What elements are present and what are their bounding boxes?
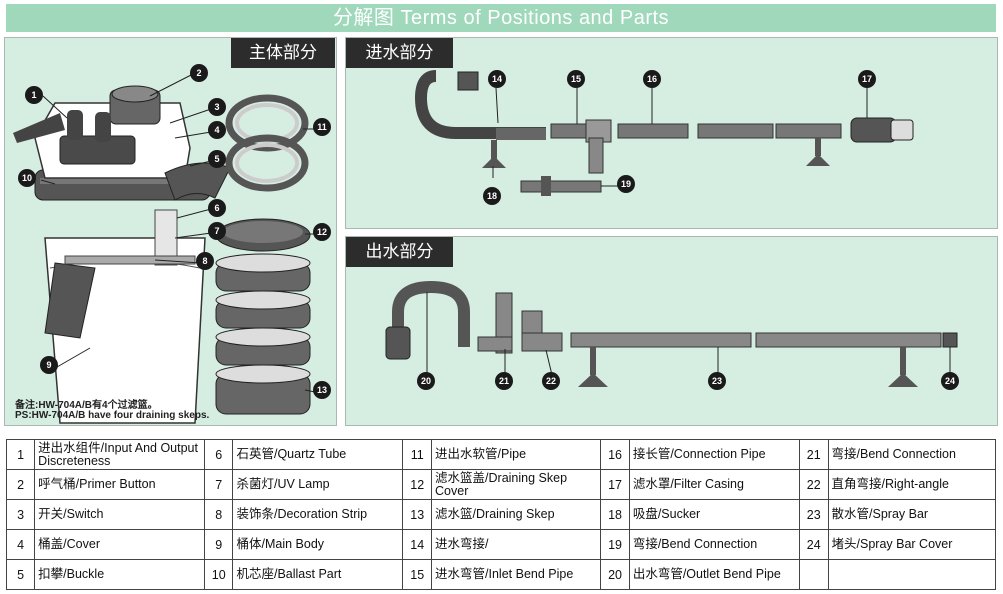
callout-19: 19 <box>617 175 635 193</box>
callout-14: 14 <box>488 70 506 88</box>
part-label-9: 桶体/Main Body <box>232 529 404 560</box>
part-number-13: 13 <box>402 499 433 530</box>
part-label-21: 弯接/Bend Connection <box>827 439 997 470</box>
main-unit-title: 主体部分 <box>231 38 335 68</box>
part-label-16: 接长管/Connection Pipe <box>628 439 800 470</box>
part-label-17: 滤水罩/Filter Casing <box>628 469 800 500</box>
part-label-13: 滤水篮/Draining Skep <box>431 499 602 530</box>
callout-13: 13 <box>313 381 331 399</box>
callout-24: 24 <box>941 372 959 390</box>
part-number-19: 19 <box>600 529 630 560</box>
empty-cell <box>827 559 997 590</box>
part-number-17: 17 <box>600 469 630 500</box>
callout-20: 20 <box>417 372 435 390</box>
part-label-22: 直角弯接/Right-angle <box>827 469 997 500</box>
part-number-23: 23 <box>798 499 829 530</box>
part-number-4: 4 <box>5 529 36 560</box>
callout-10: 10 <box>18 169 36 187</box>
part-label-6: 石英管/Quartz Tube <box>232 439 404 470</box>
part-number-20: 20 <box>600 559 630 590</box>
inlet-panel: 进水部分 <box>345 37 998 229</box>
part-number-22: 22 <box>798 469 829 500</box>
callout-6: 6 <box>208 199 226 217</box>
main-unit-illustration <box>13 73 316 424</box>
part-label-14: 进水弯接/ <box>431 529 602 560</box>
callout-21: 21 <box>495 372 513 390</box>
note-en: PS:HW-704A/B have four draining skeps. <box>15 410 210 421</box>
part-number-14: 14 <box>402 529 433 560</box>
main-unit-panel: 主体部分 <box>4 37 337 426</box>
part-number-11: 11 <box>402 439 433 470</box>
empty-cell <box>798 559 829 590</box>
part-label-19: 弯接/Bend Connection <box>628 529 800 560</box>
part-number-6: 6 <box>203 439 234 470</box>
outlet-panel: 出水部分 <box>345 236 998 426</box>
part-number-16: 16 <box>600 439 630 470</box>
part-label-8: 装饰条/Decoration Strip <box>232 499 404 530</box>
part-number-18: 18 <box>600 499 630 530</box>
callout-23: 23 <box>708 372 726 390</box>
callout-7: 7 <box>208 222 226 240</box>
callout-4: 4 <box>208 121 226 139</box>
part-number-12: 12 <box>402 469 433 500</box>
callout-1: 1 <box>25 86 43 104</box>
callout-15: 15 <box>567 70 585 88</box>
callout-3: 3 <box>208 98 226 116</box>
inlet-bend-drawing <box>414 70 546 139</box>
part-number-5: 5 <box>5 559 36 590</box>
page-title: 分解图 Terms of Positions and Parts <box>6 4 996 32</box>
part-label-2: 呼气桶/Primer Button <box>34 469 205 500</box>
part-number-21: 21 <box>798 439 829 470</box>
part-label-4: 桶盖/Cover <box>34 529 205 560</box>
outlet-title: 出水部分 <box>346 237 453 267</box>
callout-22: 22 <box>542 372 560 390</box>
part-label-5: 扣攀/Buckle <box>34 559 205 590</box>
part-number-9: 9 <box>203 529 234 560</box>
part-label-15: 进水弯管/Inlet Bend Pipe <box>431 559 602 590</box>
part-label-7: 杀菌灯/UV Lamp <box>232 469 404 500</box>
callout-8: 8 <box>196 252 214 270</box>
part-label-24: 堵头/Spray Bar Cover <box>827 529 997 560</box>
buckle-drawing <box>164 162 231 201</box>
part-number-3: 3 <box>5 499 36 530</box>
callout-16: 16 <box>643 70 661 88</box>
part-number-7: 7 <box>203 469 234 500</box>
callout-9: 9 <box>40 356 58 374</box>
part-number-15: 15 <box>402 559 433 590</box>
part-label-12: 滤水篮盖/Draining Skep Cover <box>431 469 602 500</box>
part-label-18: 吸盘/Sucker <box>628 499 800 530</box>
outlet-illustration <box>385 280 958 387</box>
part-number-1: 1 <box>5 439 36 470</box>
part-label-11: 进出水软管/Pipe <box>431 439 602 470</box>
inlet-title: 进水部分 <box>346 38 453 68</box>
callout-18: 18 <box>483 187 501 205</box>
outlet-bend-drawing <box>392 280 470 347</box>
part-label-23: 散水管/Spray Bar <box>827 499 997 530</box>
callout-12: 12 <box>313 223 331 241</box>
part-number-2: 2 <box>5 469 36 500</box>
callout-11: 11 <box>313 118 331 136</box>
part-label-20: 出水弯管/Outlet Bend Pipe <box>628 559 800 590</box>
part-number-8: 8 <box>203 499 234 530</box>
callout-5: 5 <box>208 150 226 168</box>
part-label-1: 进出水组件/Input And Output Discreteness <box>34 439 205 470</box>
callout-17: 17 <box>858 70 876 88</box>
part-number-24: 24 <box>798 529 829 560</box>
part-label-3: 开关/Switch <box>34 499 205 530</box>
part-label-10: 机芯座/Ballast Part <box>232 559 404 590</box>
note-cn: 备注:HW-704A/B有4个过滤篮。 <box>15 400 158 411</box>
callout-2: 2 <box>190 64 208 82</box>
part-number-10: 10 <box>203 559 234 590</box>
inlet-illustration <box>414 70 914 196</box>
